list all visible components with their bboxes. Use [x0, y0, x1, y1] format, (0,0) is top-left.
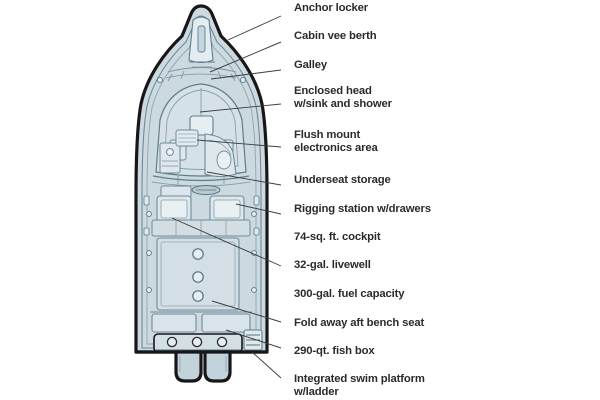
- deck-details: [141, 15, 263, 352]
- leader-line-underseat-storage: [206, 171, 282, 186]
- anchor-locker-detail: [188, 16, 215, 68]
- callout-label-underseat-storage: Underseat storage: [294, 174, 391, 186]
- callout-label-fold-away-bench: Fold away aft bench seat: [294, 317, 425, 329]
- leader-line-fish-box: [225, 329, 282, 349]
- leader-line-anchor-locker: [227, 15, 282, 41]
- cockpit-deck-detail: [156, 237, 240, 311]
- leader-line-rigging-station: [235, 203, 282, 215]
- leader-line-cabin-vee-berth: [209, 41, 282, 73]
- callout-label-fish-box: 290-qt. fish box: [294, 345, 375, 357]
- enclosed-head-detail: [204, 133, 237, 178]
- outboard-motors: [174, 350, 232, 383]
- leader-line-enclosed-head: [199, 103, 282, 113]
- callout-label-fuel-capacity: 300-gal. fuel capacity: [294, 288, 405, 300]
- underseat-storage-detail: [155, 195, 247, 232]
- callout-label-enclosed-head: Enclosed head w/sink and shower: [294, 85, 392, 110]
- leader-line-swim-platform: [251, 351, 282, 379]
- leader-line-galley: [210, 69, 282, 80]
- gunwale-fittings: [143, 195, 260, 293]
- galley-detail: [159, 142, 181, 174]
- foredeck-hardware: [156, 67, 247, 84]
- aft-hatch-detail: [150, 311, 252, 333]
- helm-console-detail: [160, 129, 221, 199]
- leader-lines-group: [171, 15, 282, 379]
- swim-platform-ladder-detail: [243, 329, 263, 351]
- callout-label-swim-platform: Integrated swim platform w/ladder: [294, 373, 425, 398]
- leader-line-flush-mount-electronics: [196, 139, 282, 148]
- aft-bench-seat-detail: [153, 333, 243, 352]
- callout-label-cockpit-area: 74-sq. ft. cockpit: [294, 231, 381, 243]
- callout-label-anchor-locker: Anchor locker: [294, 2, 369, 14]
- callout-label-cabin-vee-berth: Cabin vee berth: [294, 30, 377, 42]
- leader-line-livewell: [171, 217, 282, 267]
- callout-label-livewell: 32-gal. livewell: [294, 259, 371, 271]
- rigging-station-detail: [151, 219, 251, 237]
- callout-label-rigging-station: Rigging station w/drawers: [294, 203, 431, 215]
- callout-label-galley: Galley: [294, 59, 328, 71]
- leader-line-fold-away-bench: [211, 300, 282, 323]
- callout-label-flush-mount-electronics: Flush mount electronics area: [294, 129, 378, 154]
